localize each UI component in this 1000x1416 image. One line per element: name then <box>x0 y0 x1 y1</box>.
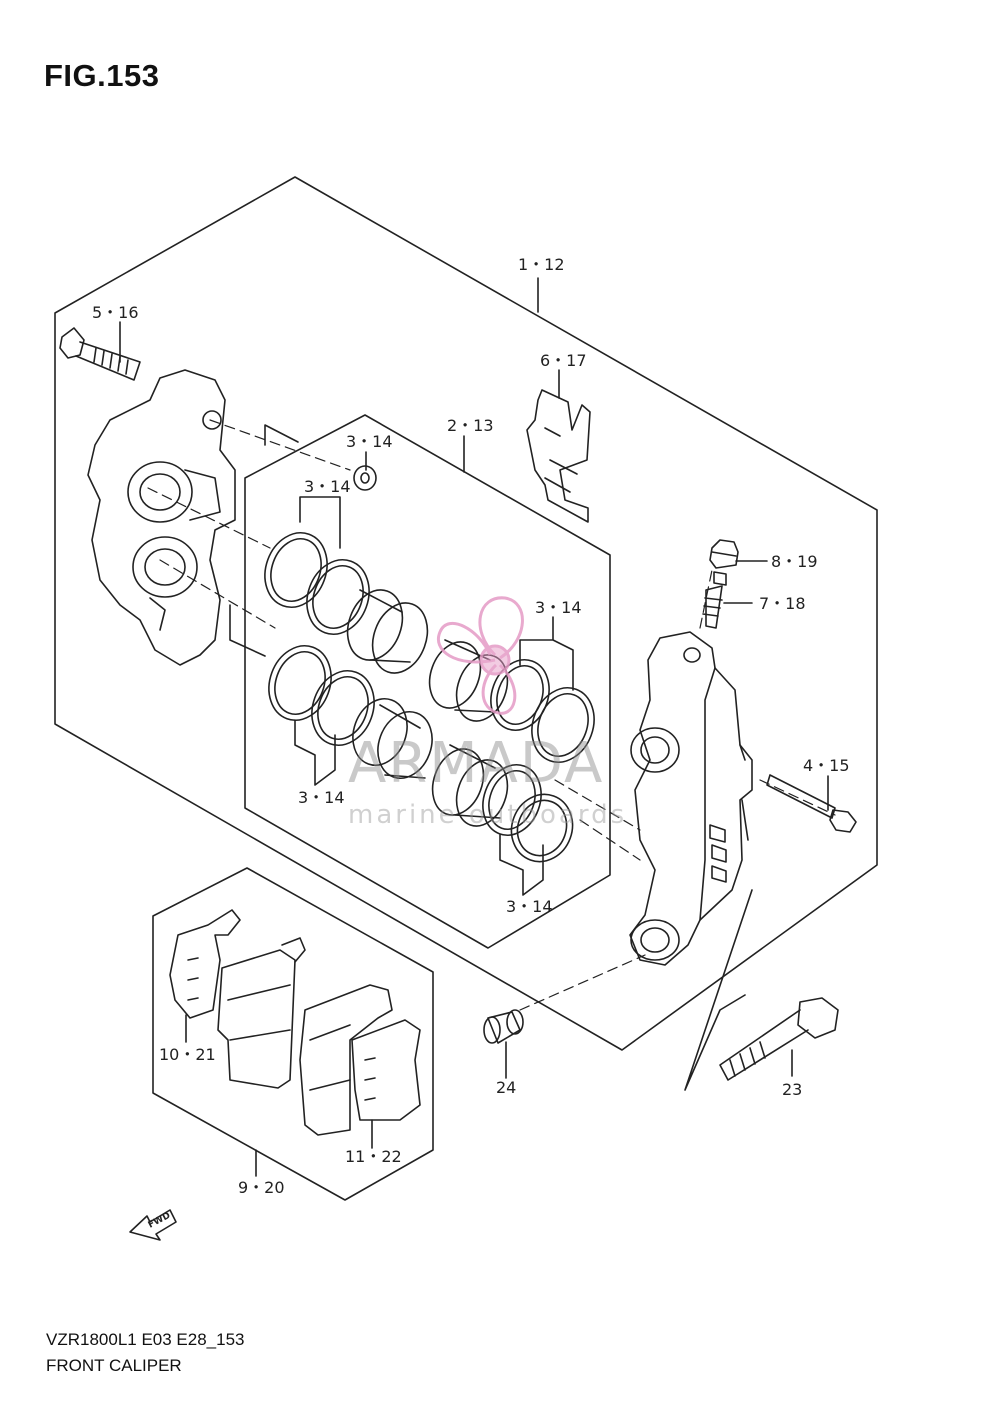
callout-4-15: 4・15 <box>803 756 850 775</box>
caliper-left-half <box>87 369 236 666</box>
callout-3-14-top: 3・14 <box>346 432 393 451</box>
model-code: VZR1800L1 E03 E28_153 <box>46 1330 245 1349</box>
callout-7-18: 7・18 <box>759 594 806 613</box>
left-seals-pistons <box>264 532 433 779</box>
callout-24: 24 <box>496 1078 516 1097</box>
pin-4-15 <box>766 774 857 833</box>
bleeder-cap-8-19 <box>709 539 739 569</box>
callout-3-14-bottom-left: 3・14 <box>298 788 345 807</box>
bolt-5-16 <box>59 327 141 381</box>
callout-10-21: 10・21 <box>159 1045 216 1064</box>
armada-watermark: ARMADA marine outboards <box>348 596 627 830</box>
callout-3-14-bottom-right: 3・14 <box>506 897 553 916</box>
watermark-tagline: marine outboards <box>348 800 627 830</box>
callout-2-13: 2・13 <box>447 416 494 435</box>
pad-11-22 <box>299 984 421 1136</box>
caliper-right-half <box>629 631 753 966</box>
fwd-label: FWD <box>147 1211 172 1231</box>
piston-kit-frame <box>244 414 611 949</box>
callout-3-14-left: 3・14 <box>304 477 351 496</box>
pad-set-frame <box>152 867 434 1201</box>
pad-spring-6-17 <box>526 389 591 523</box>
bleeder-valve-7-18 <box>702 571 727 629</box>
watermark-brand: ARMADA <box>348 731 604 796</box>
callout-1-12: 1・12 <box>518 255 565 274</box>
figure-caption: FRONT CALIPER <box>46 1356 182 1375</box>
callout-23: 23 <box>782 1080 802 1099</box>
callout-11-22: 11・22 <box>345 1147 402 1166</box>
caliper-assembly-frame <box>54 176 878 1051</box>
pad-10-21 <box>169 909 306 1089</box>
figure-title: FIG.153 <box>44 58 160 93</box>
right-seals-pistons <box>428 639 595 863</box>
spacer-24 <box>483 1009 524 1044</box>
callout-5-16: 5・16 <box>92 303 139 322</box>
fwd-direction-arrow <box>129 1209 177 1241</box>
callout-3-14-right: 3・14 <box>535 598 582 617</box>
callout-6-17: 6・17 <box>540 351 587 370</box>
callout-8-19: 8・19 <box>771 552 818 571</box>
callout-9-20: 9・20 <box>238 1178 285 1197</box>
bolt-23 <box>719 997 839 1081</box>
propeller-logo <box>437 596 524 715</box>
